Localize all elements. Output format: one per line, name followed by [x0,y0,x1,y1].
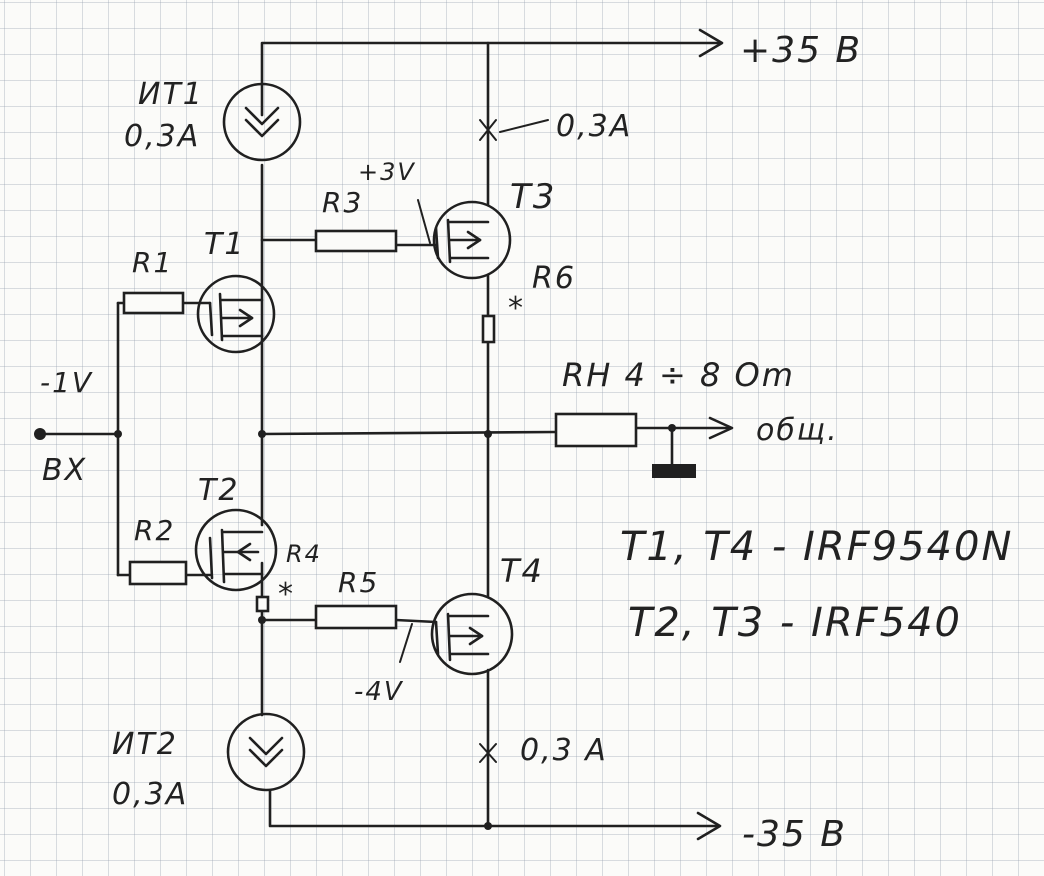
t4-label: T4 [500,552,544,590]
resistor-r5 [314,604,398,630]
input-voltage-label: -1V [40,366,93,399]
bottom-current-marker [479,743,497,763]
negative-rail-label: -35 B [742,814,847,855]
negative-rail-arrow [696,811,722,841]
positive-rail-arrow [698,28,724,58]
negative-rail-wire [268,788,720,828]
transistor-t1 [196,274,276,354]
resistor-r1 [122,291,185,315]
output-bus-wire [260,430,558,436]
r2-label: R2 [134,514,175,547]
t2-label: T2 [198,473,239,508]
input-terminal-dot [34,428,46,440]
r5-voltage-label: -4V [354,677,404,707]
r4-label: R4 [286,540,322,568]
load-resistor-rh [554,412,638,448]
r6-star: * [508,291,525,326]
transistor-t2 [194,508,278,592]
ground-symbol [652,464,696,478]
top-current-leader [499,119,549,133]
right-output-junction-dot [484,430,492,438]
resistor-r3 [314,229,398,253]
r5-voltage-leader [399,623,413,663]
r6-label: R6 [532,261,576,296]
ground-junction-dot [668,424,676,432]
r1-label: R1 [132,246,173,279]
common-label: общ. [756,413,839,448]
r3-voltage-label: +3V [358,158,416,186]
wires [38,28,734,841]
current-source-it2 [226,712,306,792]
r3-label: R3 [322,186,363,219]
positive-rail-label: +35 B [740,30,862,71]
common-arrow [708,416,734,440]
r4-star: * [278,577,295,612]
t1-label: T1 [204,227,245,262]
top-current-label: 0,3А [556,109,632,144]
input-junction-dot [114,430,122,438]
parts-line-2: T2, T3 - IRF540 [628,600,962,646]
r5-junction-dot [258,616,266,624]
resistor-r6 [481,314,496,344]
it1-current-label: 0,3А [124,119,200,154]
transistor-t3 [432,200,512,280]
resistor-r2 [128,560,188,586]
r5-label: R5 [338,566,379,599]
r3-voltage-leader [417,199,431,244]
positive-rail-wire [260,41,722,117]
left-output-junction-dot [258,430,266,438]
bottom-current-label: 0,3 А [520,733,608,768]
input-label: BX [42,453,87,488]
current-source-it1 [222,82,302,162]
junctions [34,424,676,830]
r5-right-lead [394,618,438,624]
it2-current-label: 0,3А [112,777,188,812]
it1-name-label: ИТ1 [138,77,204,112]
transistor-t4 [430,592,514,676]
it2-name-label: ИТ2 [112,727,178,762]
t3-label: T3 [510,177,556,217]
load-label: RH 4 ÷ 8 Om [562,356,795,394]
resistor-r4 [255,595,270,613]
parts-line-1: T1, T4 - IRF9540N [620,524,1013,570]
top-current-marker [479,119,497,141]
negative-junction-dot [484,822,492,830]
